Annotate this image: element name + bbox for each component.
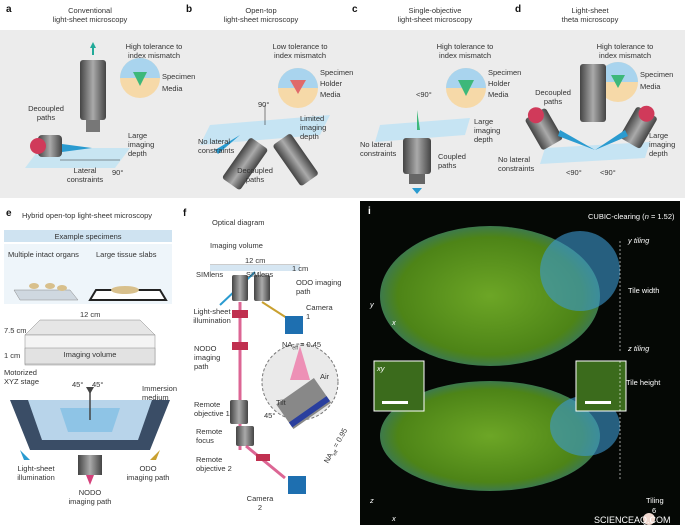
- panel-a-legend-specimen: Specimen: [162, 72, 196, 81]
- top-row-background: [0, 30, 685, 198]
- panel-d-label-angle-right: <90°: [600, 168, 616, 177]
- panel-b-drawing: [200, 68, 330, 190]
- specimens-header: Example specimens: [54, 232, 122, 241]
- panel-f-tilt: Tilt: [276, 398, 286, 407]
- specimen-tissue-slabs: Large tissue slabs: [96, 250, 157, 259]
- specimens-header-bar: [4, 230, 172, 242]
- panel-c-label-coupled: Coupled paths: [438, 152, 466, 170]
- panel-e-dim-depth: 1 cm: [4, 351, 21, 360]
- panel-f-dim-width: 12 cm: [245, 256, 266, 265]
- panel-a-tolerance: High tolerance to index mismatch: [125, 42, 183, 60]
- panel-e-imaging-volume: Imaging volume: [63, 350, 117, 359]
- panel-f-angle: 45°: [264, 411, 276, 420]
- panel-i-z-tiling: z tiling: [628, 344, 650, 353]
- watermark: SCIENCEAQ.COM: [594, 515, 671, 525]
- panel-a-legend-media: Media: [162, 84, 183, 93]
- panel-f-remote-focus: Remote focus: [196, 427, 223, 445]
- panel-e-lightsheet: Light-sheet illumination: [17, 464, 55, 482]
- panel-b-legend-media: Media: [320, 90, 341, 99]
- panel-a-label-angle: 90°: [112, 168, 124, 177]
- panel-e-immersion: Immersion medium: [142, 384, 178, 402]
- panel-f-na1: NAeff = 0.45: [282, 340, 322, 352]
- panel-b-label-angle: 90°: [258, 100, 270, 109]
- panel-f-remote2: Remote objective 2: [196, 455, 232, 473]
- specimen-intact-organs: Multiple intact organs: [8, 250, 79, 259]
- panel-c-legend-specimen: Specimen: [488, 68, 522, 77]
- panel-i-y-tiling: y tiling: [628, 236, 650, 245]
- panel-i-tile-height: Tile height: [626, 378, 661, 387]
- panel-f-camera1: Camera 1: [306, 303, 333, 321]
- panel-b-title: Open-top light-sheet microscopy: [223, 6, 299, 24]
- top-row-illustration: [25, 42, 657, 194]
- panel-a-label-lateral: Lateral constraints: [66, 166, 104, 184]
- panel-f-lightsheet: Light-sheet illumination: [193, 307, 231, 325]
- panel-f-air: Air: [320, 372, 330, 381]
- panel-c-label-depth: Large imaging depth: [474, 117, 501, 144]
- panel-e-nodo: NODO imaging path: [68, 488, 112, 506]
- panel-a-label-decoupled: Decoupled paths: [28, 104, 64, 122]
- panel-i-tiling: Tiling: [646, 496, 664, 505]
- panel-i-axis-x: x: [392, 318, 396, 327]
- panel-f-title: Optical diagram: [212, 218, 265, 227]
- panel-c-title: Single-objective light-sheet microscopy: [397, 6, 473, 24]
- panel-b-label-decoupled: Decoupled paths: [237, 166, 273, 184]
- panel-i-axis-z: z: [370, 496, 374, 505]
- panel-f-illustration: [210, 264, 339, 494]
- panel-f-camera2: Camera 2: [246, 494, 274, 512]
- panel-e-illustration: [10, 283, 170, 485]
- panel-f-imaging-volume: Imaging volume: [210, 241, 263, 250]
- panel-letter-i: i: [368, 206, 371, 217]
- panel-f-odo: ODO imaging path: [296, 278, 342, 296]
- panel-i-inset-xy: xy: [377, 364, 385, 373]
- panel-d-label-lateral: No lateral constraints: [498, 155, 535, 173]
- panel-a-drawing: [25, 42, 160, 168]
- panel-letter-f: f: [183, 208, 187, 219]
- panel-letter-e: e: [6, 208, 12, 219]
- panel-f-nodo: NODO imaging path: [194, 344, 221, 371]
- panel-b-tolerance: Low tolerance to index mismatch: [272, 42, 328, 60]
- panel-i-tile-width: Tile width: [628, 286, 660, 295]
- panel-e-dim-height: 7.5 cm: [4, 326, 27, 335]
- panel-b-label-lateral: No lateral constraints: [198, 137, 235, 155]
- panel-c-label-lateral: No lateral constraints: [360, 140, 397, 158]
- panel-b-label-depth: Limited imaging depth: [300, 114, 327, 141]
- panel-f-simlens-right: SIMlens: [246, 270, 274, 279]
- panel-c-legend-holder: Holder: [488, 79, 511, 88]
- panel-i-title: CUBIC-clearing (n = 1.52): [588, 212, 675, 221]
- panel-letter-d: d: [515, 4, 522, 15]
- panel-f-remote1: Remote objective 1: [194, 400, 230, 418]
- panel-c-legend-media: Media: [488, 90, 509, 99]
- panel-b-legend-holder: Holder: [320, 79, 343, 88]
- panel-e-title: Hybrid open-top light-sheet microscopy: [22, 211, 153, 220]
- panel-e-angle-left: 45°: [72, 380, 84, 389]
- panel-c-drawing: [375, 68, 486, 194]
- panel-e-odo: ODO imaging path: [126, 464, 170, 482]
- panel-e-stage: Motorized XYZ stage: [4, 368, 40, 386]
- panel-d-legend-media: Media: [640, 82, 661, 91]
- panel-a-label-depth: Large imaging depth: [128, 131, 155, 158]
- panel-d-drawing: [525, 62, 657, 164]
- panel-letter-a: a: [6, 4, 12, 15]
- panel-i-brain-images: [373, 226, 655, 525]
- panel-e-dim-width: 12 cm: [80, 310, 101, 319]
- panel-f-dim-depth: 1 cm: [292, 264, 309, 273]
- panel-letter-b: b: [186, 4, 193, 15]
- panel-d-label-angle-left: <90°: [566, 168, 582, 177]
- panel-i-axis-x2: x: [392, 514, 396, 523]
- panel-letter-c: c: [352, 4, 358, 15]
- panel-d-legend-specimen: Specimen: [640, 70, 674, 79]
- panel-d-label-decoupled: Decoupled paths: [535, 88, 571, 106]
- panel-d-tolerance: High tolerance to index mismatch: [596, 42, 654, 60]
- panel-f-simlens-left: SIMlens: [196, 270, 224, 279]
- panel-i-axis-y: y: [370, 300, 374, 309]
- panel-i-tiling-n: 6: [652, 506, 657, 515]
- panel-e-angle-right: 45°: [92, 380, 104, 389]
- panel-c-label-angle: <90°: [416, 90, 432, 99]
- panel-d-title: Light-sheet theta microscopy: [561, 6, 619, 24]
- panel-d-label-depth: Large imaging depth: [649, 131, 676, 158]
- panel-b-legend-specimen: Specimen: [320, 68, 354, 77]
- panel-a-title: Conventional light-sheet microscopy: [52, 6, 128, 24]
- panel-c-tolerance: High tolerance to index mismatch: [436, 42, 494, 60]
